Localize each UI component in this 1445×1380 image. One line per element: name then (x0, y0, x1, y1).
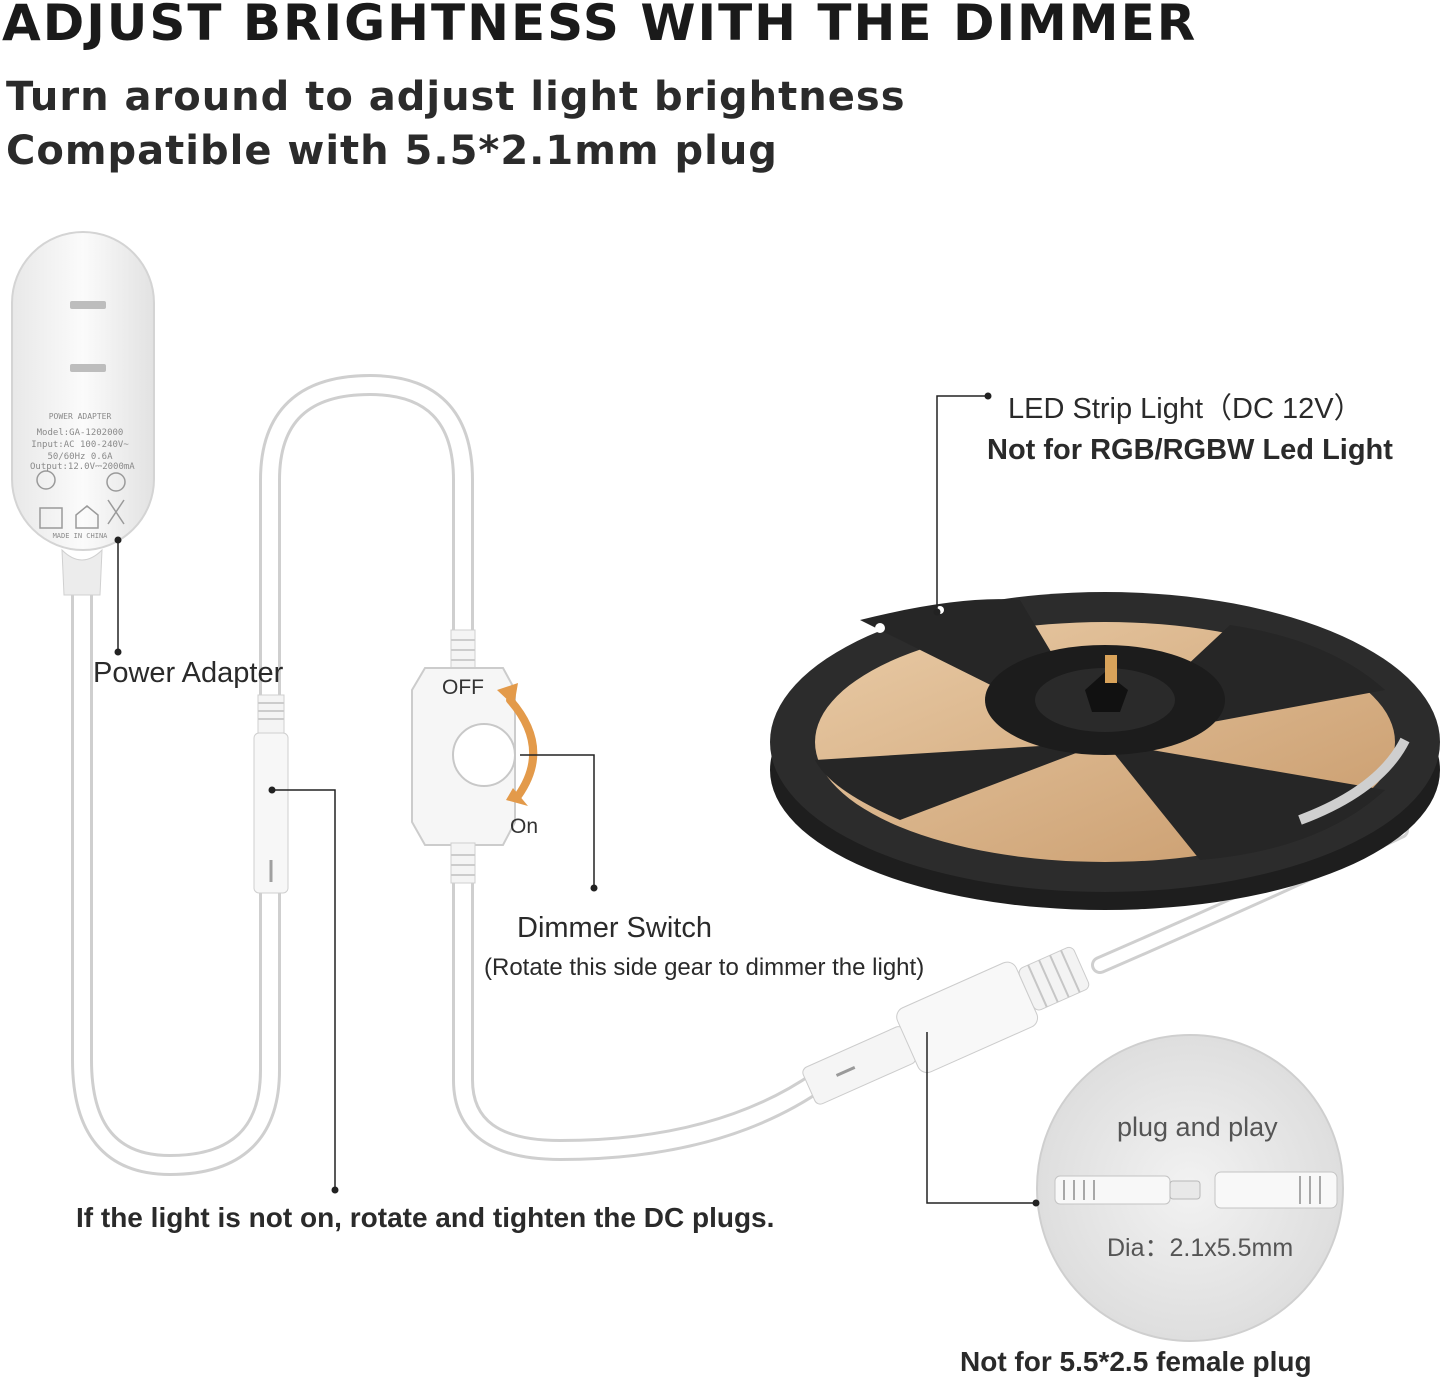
not-female-label: Not for 5.5*2.5 female plug (960, 1346, 1312, 1377)
dc-connector-left (253, 694, 289, 894)
dimmer-note: (Rotate this side gear to dimmer the lig… (484, 954, 925, 981)
on-label: On (510, 815, 539, 838)
adapter-freq: 50/60Hz 0.6A (47, 452, 113, 462)
adapter-origin: MADE IN CHINA (52, 532, 108, 540)
plug-and-play-circle (1036, 1034, 1344, 1342)
plug-and-play-label: plug and play (1117, 1112, 1278, 1142)
not-rgb-label: Not for RGB/RGBW Led Light (987, 434, 1393, 466)
dc-connector-middle (802, 946, 1090, 1105)
power-adapter (11, 231, 155, 596)
off-label: OFF (442, 676, 484, 699)
adapter-output: Output:12.0V⎓2000mA (30, 462, 135, 472)
diameter-label: Dia：2.1x5.5mm (1107, 1234, 1294, 1262)
page-title: ADJUST BRIGHTNESS WITH THE DIMMER (2, 0, 1198, 52)
adapter-model: Model:GA-1202000 (36, 428, 124, 438)
adapter-brand: POWER ADAPTER (48, 412, 112, 421)
power-adapter-label: Power Adapter (93, 657, 284, 689)
dimmer-switch-label: Dimmer Switch (517, 912, 712, 944)
dimmer-switch (411, 629, 538, 884)
leader-dots (114, 392, 1040, 1207)
led-strip-label: LED Strip Light（DC 12V） (1008, 393, 1363, 425)
cables (71, 373, 1409, 1177)
subtitle-line-1: Turn around to adjust light brightness (6, 74, 906, 120)
adapter-input: Input:AC 100-240V~ (31, 440, 129, 450)
tighten-note: If the light is not on, rotate and tight… (76, 1202, 775, 1233)
led-reel (770, 592, 1440, 910)
leader-lines (117, 395, 1036, 1204)
subtitle-line-2: Compatible with 5.5*2.1mm plug (6, 128, 778, 174)
